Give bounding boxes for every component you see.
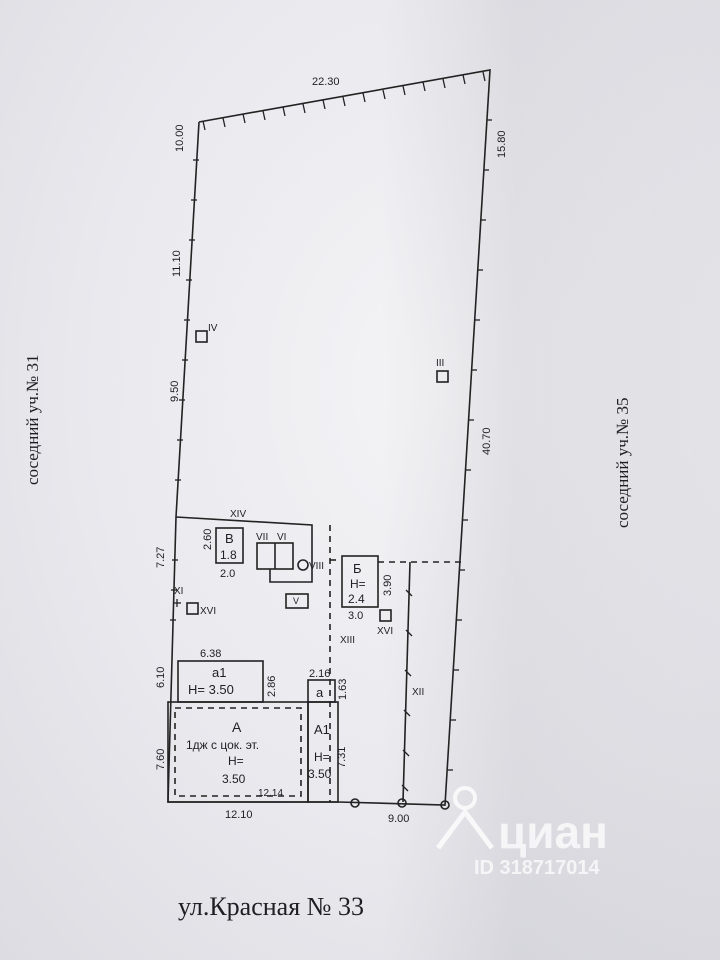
dim-V-depth: 2.60 xyxy=(202,529,214,550)
building-a1-hval: 3.50 xyxy=(308,767,332,781)
dim-a-small-width: 2.16 xyxy=(309,668,330,680)
marker-xvi-left xyxy=(186,602,199,615)
fence-xii-crosses xyxy=(401,589,413,792)
label-viii: VIII xyxy=(309,561,324,572)
dim-a1-depth: 2.86 xyxy=(266,676,278,697)
marker-xvi-right xyxy=(379,609,392,622)
dim-top: 22.30 xyxy=(312,76,340,88)
cian-brand-text: циан xyxy=(498,806,608,858)
cian-logo-icon xyxy=(436,786,494,850)
building-a-basement xyxy=(174,707,302,797)
label-xvi-right: XVI xyxy=(377,626,393,637)
building-b-h: H= xyxy=(350,577,366,591)
structure-v xyxy=(285,593,309,609)
dim-A-inner: 12.14 xyxy=(258,788,283,799)
label-v: V xyxy=(293,596,299,606)
marker-iv xyxy=(195,330,208,343)
dim-left-lower: 7.27 xyxy=(155,547,167,568)
dim-a-small-depth: 1.63 xyxy=(337,679,349,700)
label-xiii: XIII xyxy=(340,635,355,646)
bottom-post-1 xyxy=(350,798,360,808)
left-fence-ticks xyxy=(170,159,199,621)
dim-bottom-a: 12.10 xyxy=(225,809,253,821)
structure-yard xyxy=(269,555,313,583)
bottom-post-2 xyxy=(397,798,407,808)
building-v-hval: 1.8 xyxy=(220,548,237,562)
dim-top-left: 10.00 xyxy=(174,124,186,152)
dim-B-depth: 3.90 xyxy=(382,575,394,596)
building-a-hval: 3.50 xyxy=(222,772,246,786)
cian-id-text: ID 318717014 xyxy=(474,857,601,879)
building-a1-small xyxy=(177,660,264,703)
neighbor-left-label: соседний уч.№ 31 xyxy=(23,354,42,485)
building-v xyxy=(215,527,244,564)
building-a xyxy=(167,701,309,803)
well-viii xyxy=(297,559,309,571)
building-a1small-h: H= 3.50 xyxy=(188,682,234,697)
fence-xiv xyxy=(175,516,313,555)
right-fence-ticks xyxy=(448,119,492,771)
dim-left-a1: 6.10 xyxy=(155,667,167,688)
building-v-letter: В xyxy=(225,531,234,546)
label-iv: IV xyxy=(208,323,218,334)
building-b xyxy=(341,555,379,608)
label-vii: VII xyxy=(256,532,268,543)
dim-V-width: 2.0 xyxy=(220,568,235,580)
label-xvi-left: XVI xyxy=(200,606,216,617)
dim-left-mid: 9.50 xyxy=(169,381,181,402)
street-label: ул.Красная № 33 xyxy=(178,892,364,921)
dim-left-upper: 11.10 xyxy=(171,250,183,277)
dim-B-width: 3.0 xyxy=(348,610,363,622)
dim-right-main: 40.70 xyxy=(481,427,493,455)
label-xii: XII xyxy=(412,687,424,698)
building-porch-letter: а xyxy=(316,685,324,700)
label-vi: VI xyxy=(277,532,286,543)
marker-iii xyxy=(436,370,449,383)
dim-bottom-right: 9.00 xyxy=(388,813,409,825)
neighbor-right-label: соседний уч.№ 35 xyxy=(613,397,632,528)
building-a-h: H= xyxy=(228,754,244,768)
bottom-post-3 xyxy=(440,800,450,810)
dim-left-a: 7.60 xyxy=(155,749,167,770)
building-b-hval: 2.4 xyxy=(348,592,365,606)
label-iii: III xyxy=(436,358,444,369)
building-a1-letter: А1 xyxy=(314,722,330,737)
label-xi: XI xyxy=(174,586,183,597)
building-a-desc: 1дж с цок. эт. xyxy=(186,738,259,752)
building-a-porch xyxy=(307,679,336,703)
dim-right-top: 15.80 xyxy=(496,130,508,158)
top-fence-ticks xyxy=(202,71,486,131)
label-xiv: XIV xyxy=(230,509,246,520)
building-a1small-letter: а1 xyxy=(212,665,226,680)
building-a1-h: H= xyxy=(314,750,330,764)
building-a-letter: А xyxy=(232,719,242,735)
dim-A1-depth: 7.31 xyxy=(336,747,348,768)
cian-watermark: циан ID 318717014 xyxy=(436,786,608,879)
fence-xii xyxy=(402,561,411,803)
dim-a1-width: 6.38 xyxy=(200,648,221,660)
building-b-letter: Б xyxy=(353,561,362,576)
